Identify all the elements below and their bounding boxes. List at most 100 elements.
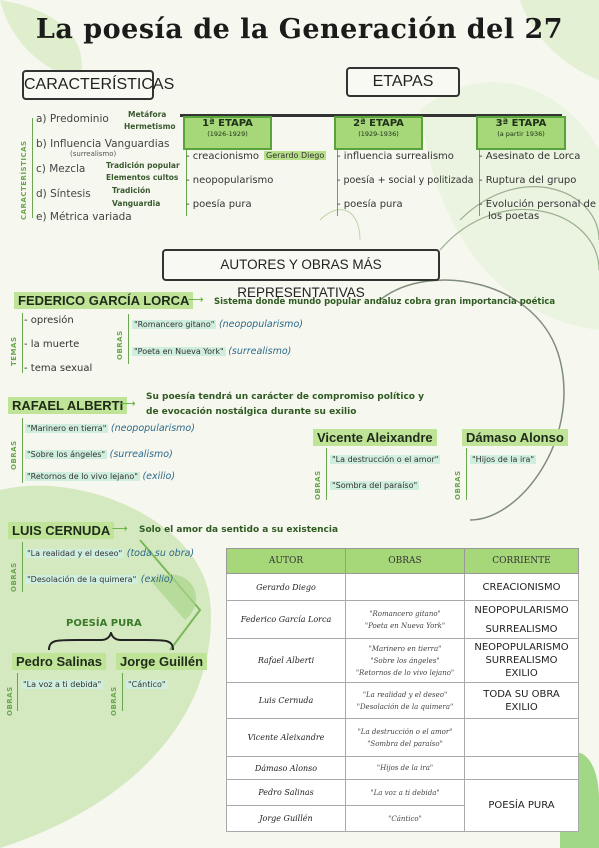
lorca-theme-1: - opresión — [24, 315, 74, 326]
stage-2-point-3: - poesía pura — [337, 199, 403, 210]
brace-icon — [48, 632, 174, 651]
stage-2-box: 2ª ETAPA (1929-1936) — [334, 116, 423, 150]
stage-3-years: (a partir 1936) — [497, 130, 545, 138]
char-sub-tradicion: Tradición — [112, 186, 151, 195]
salinas-works-label: OBRAS — [6, 686, 14, 716]
aleixandre-work-2: "Sombra del paraíso" — [330, 481, 420, 490]
table-cell-current: POESÍA PURA — [464, 779, 579, 832]
arrow-icon: ⟶ — [188, 293, 204, 306]
lorca-works-label: OBRAS — [116, 330, 124, 360]
alberti-work-1: "Marinero en tierra" (neopopularismo) — [25, 423, 195, 434]
char-item-b: b) Influencia Vanguardias — [36, 138, 170, 150]
stage-2-point-2: - poesía + social y politizada — [337, 175, 474, 186]
table-cell-works — [345, 573, 465, 601]
author-alonso: Dámaso Alonso — [462, 429, 568, 446]
table-cell-author: Gerardo Diego — [226, 573, 346, 601]
lorca-note: Sistema donde mundo popular andaluz cobr… — [214, 297, 556, 307]
alberti-work-3: "Retornos de lo vivo lejano" (exilio) — [25, 471, 176, 482]
summary-table: AUTOR OBRAS CORRIENTE Gerardo Diego CREA… — [226, 548, 579, 832]
table-cell-works: "Romancero gitano""Poeta en Nueva York" — [345, 600, 465, 639]
table-cell-works: "Marinero en tierra""Sobre los ángeles""… — [345, 638, 465, 683]
author-lorca: FEDERICO GARCÍA LORCA — [14, 292, 194, 309]
table-row: Pedro Salinas "La voz a ti debida" POESÍ… — [226, 779, 579, 832]
table-row: Luis Cernuda "La realidad y el deseo""De… — [226, 682, 579, 719]
table-header-current: CORRIENTE — [464, 548, 579, 574]
table-cell-current — [464, 756, 579, 780]
alonso-work-1: "Hijos de la ira" — [470, 455, 537, 464]
salinas-work: "La voz a ti debida" — [21, 680, 104, 689]
alberti-note-2: de evocación nostálgica durante su exili… — [146, 407, 357, 417]
author-cernuda: LUIS CERNUDA — [8, 522, 115, 539]
char-item-e: e) Métrica variada — [36, 211, 132, 223]
table-cell-works: "La voz a ti debida" — [345, 779, 465, 806]
stage-1-point-1: - creacionismo — [186, 151, 260, 162]
author-guillen: Jorge Guillén — [116, 653, 208, 670]
table-cell-author: Vicente Aleixandre — [226, 718, 346, 757]
stage-2-point-1: - influencia surrealismo — [337, 151, 454, 162]
char-item-a: a) Predominio — [36, 113, 109, 125]
alberti-work-2: "Sobre los ángeles" (surrealismo) — [25, 449, 173, 460]
table-cell-works: "Hijos de la ira" — [345, 756, 465, 780]
stage-3-point-2: - Ruptura del grupo — [479, 175, 577, 186]
stage-3-point-3: - Evolución personal de — [479, 199, 597, 210]
table-cell-works: "Cántico" — [345, 805, 465, 832]
table-row: Dámaso Alonso "Hijos de la ira" — [226, 756, 579, 780]
stage-1-highlight: Gerardo Diego — [264, 151, 327, 160]
char-sub-metafora: Metáfora — [128, 110, 167, 119]
lorca-work-1: "Romancero gitano" (neopopularismo) — [132, 319, 303, 330]
stage-1-point-2: - neopopularismo — [186, 175, 274, 186]
authors-heading: AUTORES Y OBRAS MÁS REPRESENTATIVAS — [162, 249, 440, 300]
lorca-theme-2: - la muerte — [24, 339, 80, 350]
table-cell-current — [464, 718, 579, 757]
lorca-work-2: "Poeta en Nueva York" (surrealismo) — [132, 346, 292, 357]
aleixandre-works-label: OBRAS — [314, 470, 322, 500]
table-row: Vicente Aleixandre "La destrucción o el … — [226, 718, 579, 757]
stage-3-point-4: los poetas — [488, 211, 540, 222]
stage-2-years: (1929-1936) — [358, 130, 399, 138]
stage-1-point-3: - poesía pura — [186, 199, 252, 210]
page-title: La poesía de la Generación del 27 — [35, 14, 564, 45]
lorca-themes-label: TEMAS — [10, 336, 18, 366]
stage-1-name: 1ª ETAPA — [202, 118, 253, 129]
char-sub-hermetismo: Hermetismo — [124, 122, 176, 131]
table-cell-author: Dámaso Alonso — [226, 756, 346, 780]
table-header-works: OBRAS — [345, 548, 465, 574]
cernuda-works-label: OBRAS — [10, 562, 18, 592]
stage-2-name: 2ª ETAPA — [353, 118, 404, 129]
char-item-c: c) Mezcla — [36, 163, 86, 175]
table-cell-author: Luis Cernuda — [226, 682, 346, 719]
table-header-author: AUTOR — [226, 548, 346, 574]
char-sub-vanguardia: Vanguardia — [112, 199, 161, 208]
cernuda-work-2: "Desolación de la quimera" (exilio) — [25, 574, 174, 585]
table-cell-current: CREACIONISMO — [464, 573, 579, 601]
char-sub-elementos-cultos: Elementos cultos — [106, 173, 179, 182]
table-row: Rafael Alberti "Marinero en tierra""Sobr… — [226, 638, 579, 683]
pure-poetry-label: POESÍA PURA — [66, 618, 142, 629]
char-sub-tradicion-popular: Tradición popular — [106, 161, 180, 170]
alberti-note-1: Su poesía tendrá un carácter de compromi… — [146, 392, 424, 402]
characteristics-heading: CARACTERÍSTICAS — [22, 70, 174, 100]
lorca-theme-3: - tema sexual — [24, 363, 93, 374]
stage-3-name: 3ª ETAPA — [495, 118, 547, 129]
arrow-icon: ⟶ — [112, 522, 128, 535]
alonso-works-label: OBRAS — [454, 470, 462, 500]
arrow-icon: ⟶ — [120, 397, 136, 410]
aleixandre-work-1: "La destrucción o el amor" — [330, 455, 441, 464]
char-item-d: d) Síntesis — [36, 188, 91, 200]
author-salinas: Pedro Salinas — [12, 653, 106, 670]
stages-heading: ETAPAS — [346, 67, 460, 97]
author-alberti: RAFAEL ALBERTI — [8, 397, 128, 414]
table-row: Jorge Guillén "Cántico" — [226, 805, 579, 832]
author-aleixandre: Vicente Aleixandre — [313, 429, 437, 446]
characteristics-side-label: CARACTERÍSTICAS — [20, 140, 28, 220]
stage-3-point-1: - Asesinato de Lorca — [479, 151, 581, 162]
table-cell-author: Rafael Alberti — [226, 638, 346, 683]
table-row: Gerardo Diego CREACIONISMO — [226, 573, 579, 601]
table-row: Federico García Lorca "Romancero gitano"… — [226, 600, 579, 639]
cernuda-work-1: "La realidad y el deseo" (toda su obra) — [25, 548, 195, 559]
table-cell-author: Pedro Salinas — [226, 779, 346, 806]
stage-1-box: 1ª ETAPA (1926-1929) — [183, 116, 272, 150]
stage-1-years: (1926-1929) — [207, 130, 248, 138]
